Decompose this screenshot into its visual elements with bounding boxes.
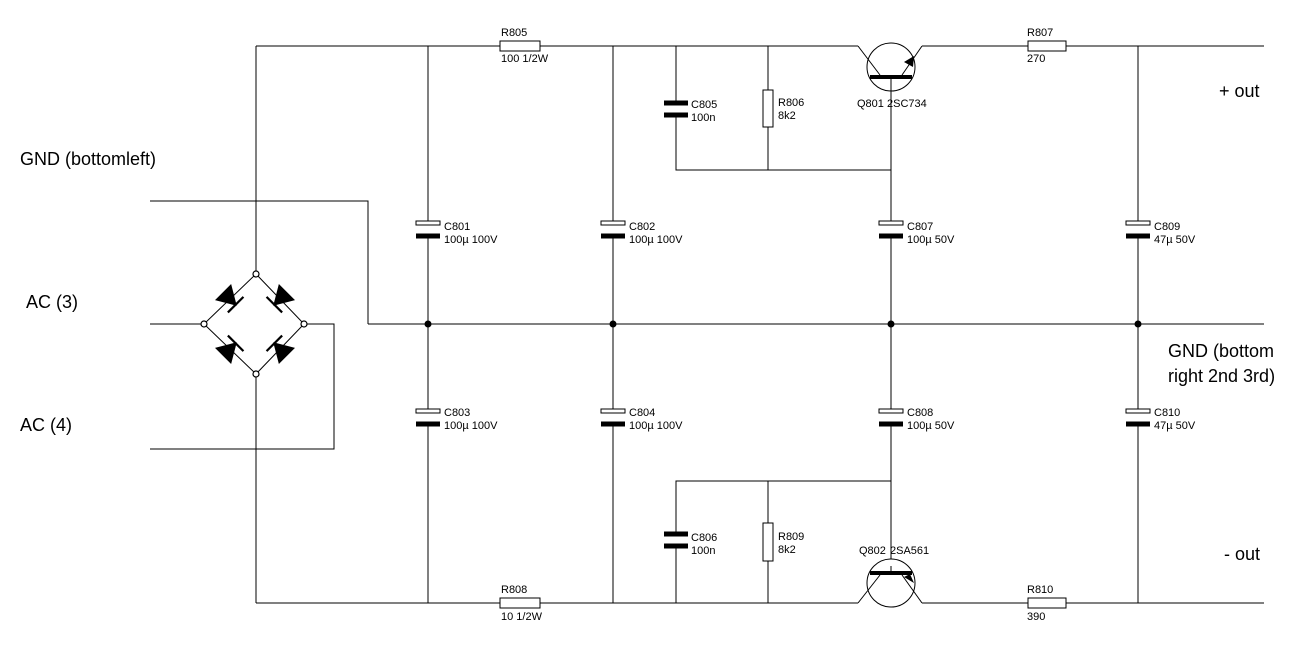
gnd-right-label-line2: right 2nd 3rd) — [1168, 366, 1275, 386]
q802-value: 2SA561 — [890, 545, 929, 557]
junction-dot — [1134, 320, 1142, 328]
c802-value: 100µ 100V — [629, 234, 683, 246]
gnd-right-label-line1: GND (bottom — [1168, 341, 1274, 361]
resistor-r807: R807 270 — [1027, 27, 1067, 65]
c810-ref: C810 — [1154, 407, 1180, 419]
r808-ref: R808 — [501, 584, 527, 596]
c806-ref: C806 — [691, 532, 717, 544]
q801-value: 2SC734 — [887, 98, 927, 110]
c807-value: 100µ 50V — [907, 234, 955, 246]
bridge-node — [252, 370, 260, 378]
diode-lower-left — [215, 334, 245, 364]
q801-ref: Q801 — [857, 98, 884, 110]
transistor-q801: Q801 2SC734 — [857, 42, 927, 110]
capacitor-c810: C810 47µ 50V — [1125, 407, 1196, 432]
c804-value: 100µ 100V — [629, 420, 683, 432]
capacitor-c807: C807 100µ 50V — [878, 220, 955, 246]
c803-ref: C803 — [444, 407, 470, 419]
diode-lower-right — [265, 334, 295, 364]
capacitor-c802: C802 100µ 100V — [600, 220, 683, 246]
c804-ref: C804 — [629, 407, 655, 419]
r807-value: 270 — [1027, 53, 1045, 65]
r808-value: 10 1/2W — [501, 611, 543, 623]
c805-value: 100n — [691, 112, 715, 124]
c802-ref: C802 — [629, 221, 655, 233]
resistor-r805: R805 100 1/2W — [499, 27, 549, 65]
c808-ref: C808 — [907, 407, 933, 419]
r806-ref: R806 — [778, 97, 804, 109]
capacitor-c806: C806 100n — [664, 531, 717, 557]
resistor-r806: R806 8k2 — [762, 89, 804, 128]
capacitor-c801: C801 100µ 100V — [415, 220, 498, 246]
r806-value: 8k2 — [778, 110, 796, 122]
r805-ref: R805 — [501, 27, 527, 39]
junctions — [424, 320, 1142, 328]
c810-value: 47µ 50V — [1154, 420, 1196, 432]
c809-value: 47µ 50V — [1154, 234, 1196, 246]
r810-value: 390 — [1027, 611, 1045, 623]
c809-ref: C809 — [1154, 221, 1180, 233]
capacitor-c808: C808 100µ 50V — [878, 407, 955, 432]
resistor-r808: R808 10 1/2W — [499, 584, 543, 623]
junction-dot — [887, 320, 895, 328]
r807-ref: R807 — [1027, 27, 1053, 39]
diode-upper-left — [215, 284, 245, 314]
r809-ref: R809 — [778, 531, 804, 543]
diode-upper-right — [265, 284, 295, 314]
wires — [150, 45, 1264, 604]
resistor-r809: R809 8k2 — [762, 522, 804, 562]
bridge-node — [252, 270, 260, 278]
capacitor-c809: C809 47µ 50V — [1125, 220, 1196, 246]
resistor-r810: R810 390 — [1027, 584, 1067, 623]
transistor-q802: Q802 2SA561 — [857, 545, 929, 608]
c805-ref: C805 — [691, 99, 717, 111]
c801-value: 100µ 100V — [444, 234, 498, 246]
bridge-node — [300, 320, 308, 328]
c803-value: 100µ 100V — [444, 420, 498, 432]
minus-out-label: - out — [1224, 544, 1260, 564]
c801-ref: C801 — [444, 221, 470, 233]
junction-dot — [609, 320, 617, 328]
c807-ref: C807 — [907, 221, 933, 233]
r805-value: 100 1/2W — [501, 53, 549, 65]
bridge-node — [200, 320, 208, 328]
bridge-rectifier — [200, 270, 308, 378]
capacitor-c805: C805 100n — [664, 99, 717, 124]
r809-value: 8k2 — [778, 544, 796, 556]
q802-ref: Q802 — [859, 545, 886, 557]
capacitor-c803: C803 100µ 100V — [415, 407, 498, 432]
gnd-bottomleft-label: GND (bottomleft) — [20, 149, 156, 169]
capacitor-c804: C804 100µ 100V — [600, 407, 683, 432]
c808-value: 100µ 50V — [907, 420, 955, 432]
ac4-label: AC (4) — [20, 415, 72, 435]
junction-dot — [424, 320, 432, 328]
ac3-label: AC (3) — [26, 292, 78, 312]
r810-ref: R810 — [1027, 584, 1053, 596]
c806-value: 100n — [691, 545, 715, 557]
plus-out-label: + out — [1219, 81, 1260, 101]
